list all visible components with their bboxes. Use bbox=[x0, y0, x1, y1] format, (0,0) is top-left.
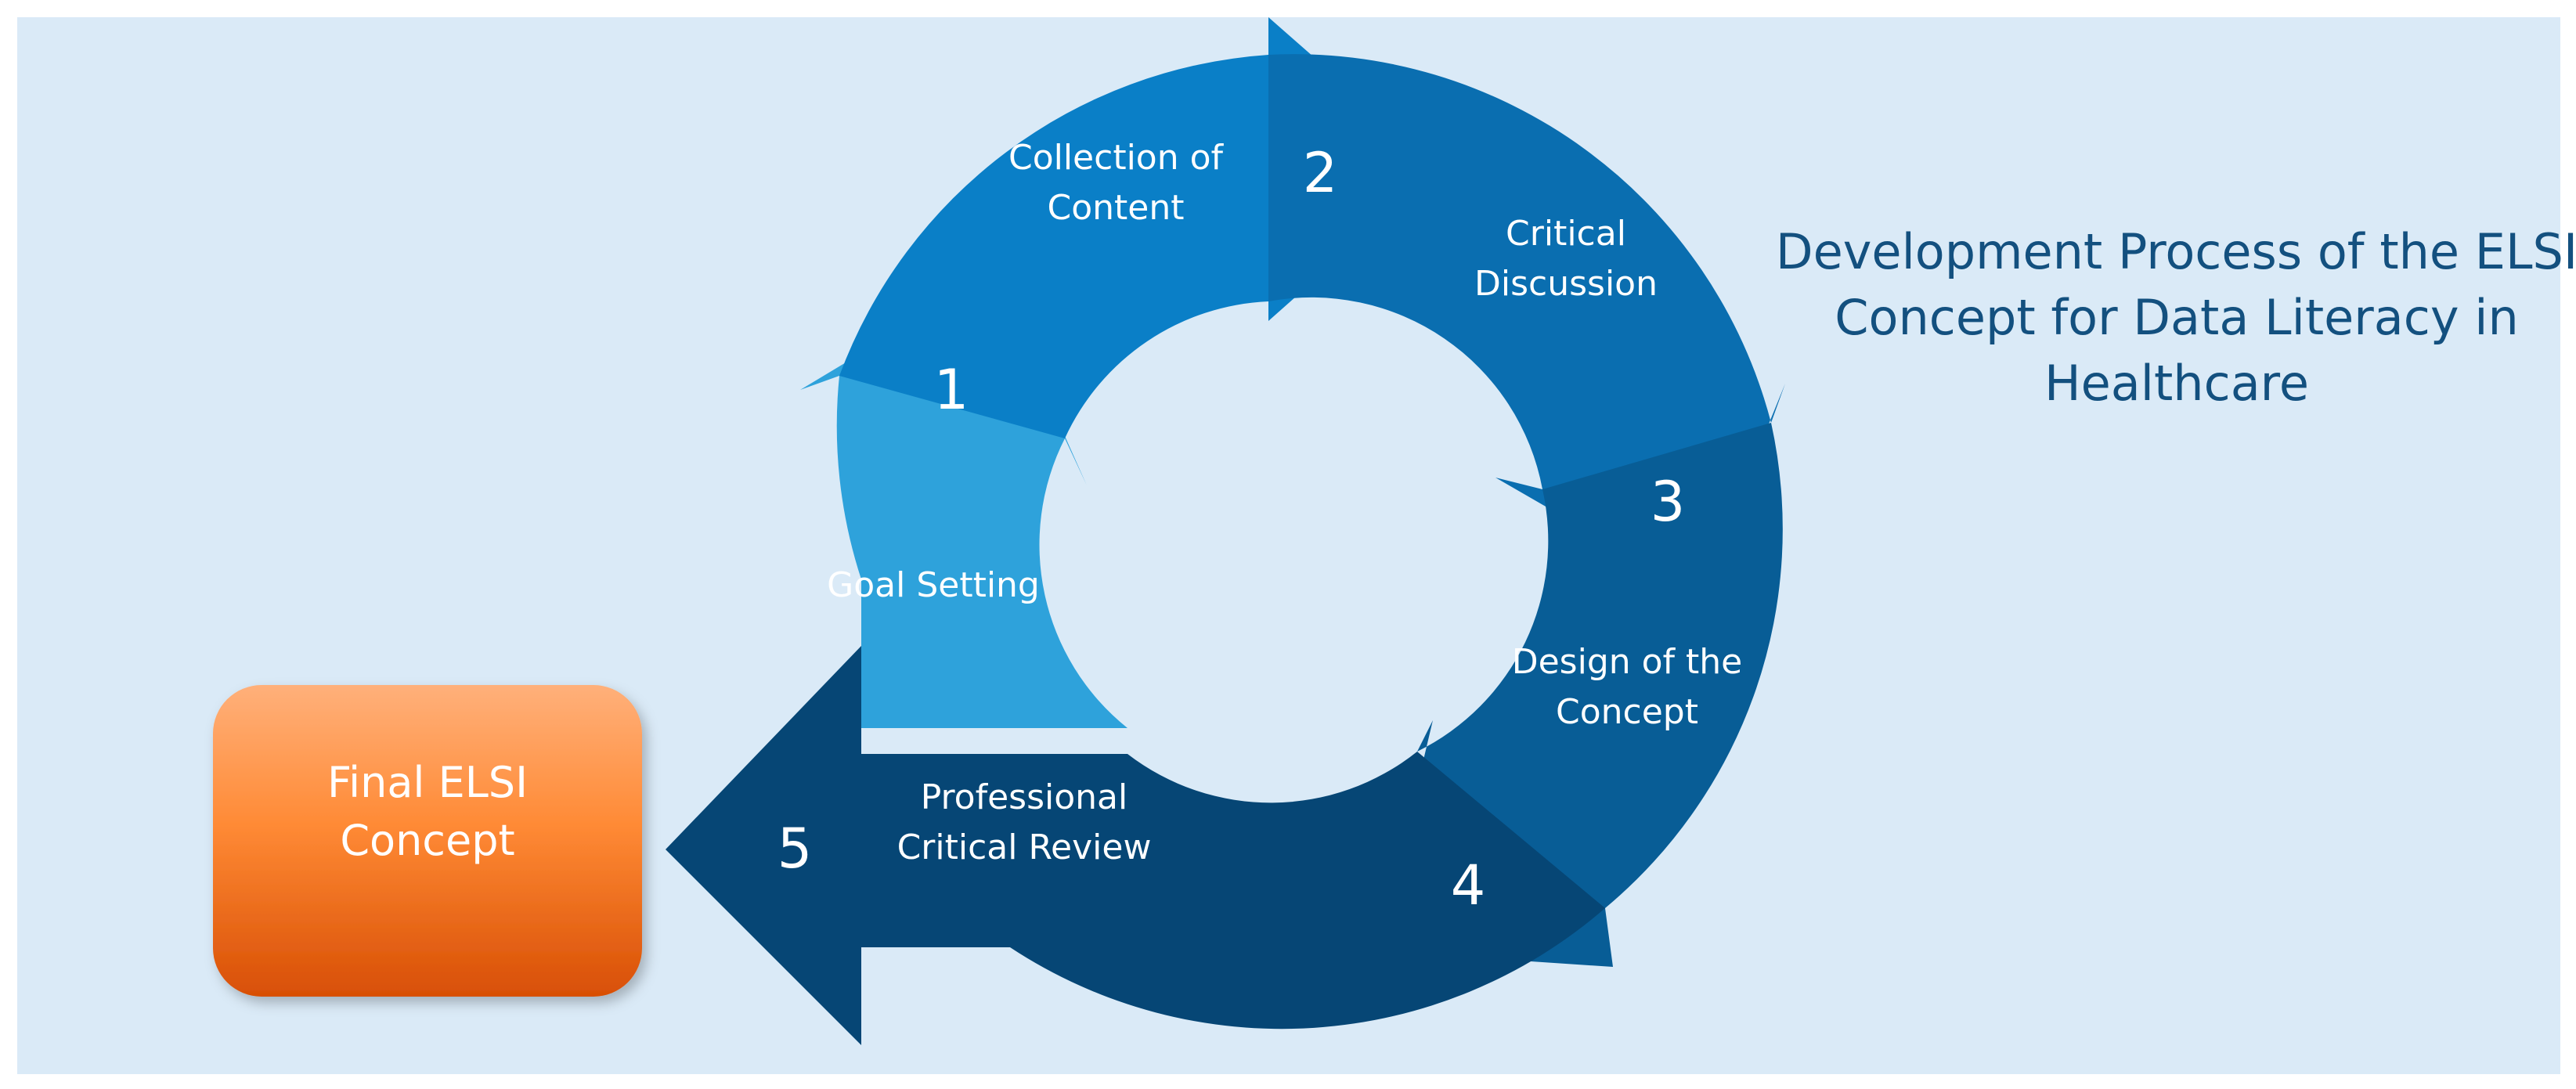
label-line: Concept bbox=[340, 816, 514, 865]
step-5-segment bbox=[666, 646, 1605, 1045]
label-line: Collection of bbox=[1008, 138, 1225, 178]
final-concept-box bbox=[213, 685, 642, 997]
label-line: Concept bbox=[1556, 692, 1698, 732]
label-line: Critical Review bbox=[897, 828, 1152, 867]
diagram-title: Development Process of the ELSI Concept … bbox=[1770, 219, 2576, 416]
label-line: Goal Setting bbox=[827, 565, 1040, 605]
step-3-number: 3 bbox=[1651, 470, 1686, 534]
label-line: Content bbox=[1048, 188, 1185, 228]
final-concept-label: Final ELSI Concept bbox=[327, 758, 528, 865]
label-line: Critical bbox=[1506, 214, 1626, 254]
label-line: Final ELSI bbox=[327, 758, 528, 807]
step-2-number: 2 bbox=[1303, 141, 1338, 205]
step-1-number: 1 bbox=[934, 358, 969, 422]
step-5-number: 5 bbox=[777, 817, 813, 881]
title-line: Healthcare bbox=[2044, 355, 2309, 412]
title-line: Concept for Data Literacy in bbox=[1835, 289, 2519, 346]
title-line: Development Process of the ELSI bbox=[1775, 223, 2576, 280]
cycle bbox=[666, 17, 1785, 1045]
step-4-number: 4 bbox=[1451, 853, 1486, 918]
label-line: Discussion bbox=[1474, 264, 1658, 304]
step-2-label: Collection of Content bbox=[1008, 138, 1225, 228]
label-line: Professional bbox=[921, 777, 1127, 817]
step-1-label: Goal Setting bbox=[827, 565, 1040, 605]
label-line: Design of the bbox=[1512, 642, 1743, 682]
